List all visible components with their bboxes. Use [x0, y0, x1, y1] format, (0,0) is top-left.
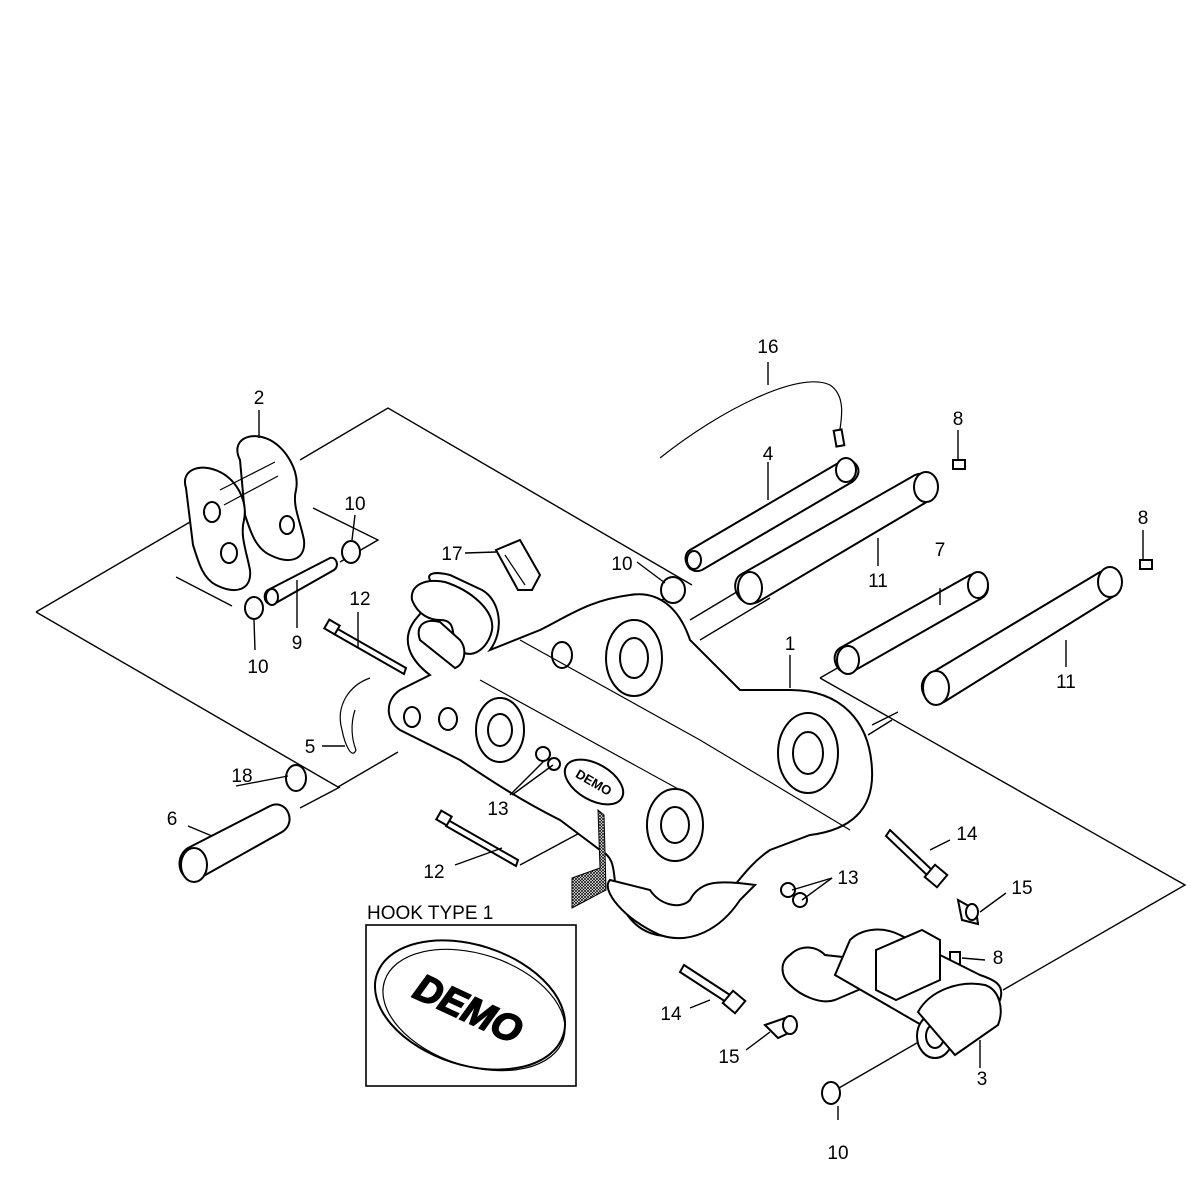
part-hose-fittings — [678, 828, 980, 1040]
callout-15: 15 — [1011, 878, 1032, 899]
inset-title: HOOK TYPE 1 — [367, 903, 493, 924]
part-wire-rope — [659, 381, 843, 459]
part-grease-nipples — [949, 459, 1153, 965]
callout-15: 15 — [718, 1047, 739, 1068]
callout-13: 13 — [487, 799, 508, 820]
callout-3: 3 — [977, 1069, 988, 1090]
part-snap-ring-center — [660, 576, 686, 604]
part-snap-rings-left — [244, 540, 361, 620]
callout-14: 14 — [956, 824, 978, 845]
callout-2: 2 — [254, 388, 265, 409]
callout-10: 10 — [611, 554, 632, 575]
leader-lines — [187, 362, 1144, 1120]
part-lock-pin — [684, 428, 860, 573]
callout-8: 8 — [993, 948, 1004, 969]
callout-12: 12 — [349, 589, 370, 610]
callout-18: 18 — [231, 766, 252, 787]
part-quick-coupler-body — [387, 572, 874, 940]
callout-10: 10 — [827, 1143, 848, 1164]
callout-7: 7 — [935, 540, 946, 561]
callout-numbers: 2 10 10 9 12 17 10 4 16 8 8 11 7 11 1 5 … — [167, 337, 1149, 1164]
callout-4: 4 — [763, 444, 774, 465]
callout-5: 5 — [305, 737, 316, 758]
callout-13: 13 — [837, 868, 858, 889]
callout-1: 1 — [785, 634, 796, 655]
part-long-pin-upper — [734, 471, 939, 605]
part-long-pin-lower — [920, 566, 1123, 706]
callout-16: 16 — [757, 337, 778, 358]
callout-8: 8 — [1138, 508, 1149, 529]
part-medium-pin — [833, 571, 989, 675]
part-small-pin — [263, 556, 338, 606]
callout-10: 10 — [247, 657, 268, 678]
callout-17: 17 — [441, 544, 462, 565]
callout-11: 11 — [1056, 672, 1076, 693]
inset-hook-type: HOOK TYPE 1 DEMO — [365, 903, 577, 1087]
callout-14: 14 — [660, 1004, 682, 1025]
part-large-pin — [178, 764, 307, 883]
part-bolts — [322, 618, 520, 868]
part-hydraulic-cylinder — [781, 928, 1003, 1105]
callout-8: 8 — [953, 409, 964, 430]
alignment-lines — [35, 407, 1187, 1093]
callout-9: 9 — [292, 633, 303, 654]
part-hook-latch — [494, 538, 542, 591]
part-clip-pin — [339, 677, 371, 754]
callout-11: 11 — [868, 571, 888, 592]
callout-6: 6 — [167, 809, 178, 830]
body-logo-plate: DEMO — [563, 758, 625, 806]
callout-10: 10 — [344, 494, 365, 515]
part-clevis-bracket — [183, 435, 306, 591]
callout-12: 12 — [423, 862, 444, 883]
warning-decal — [571, 808, 607, 909]
